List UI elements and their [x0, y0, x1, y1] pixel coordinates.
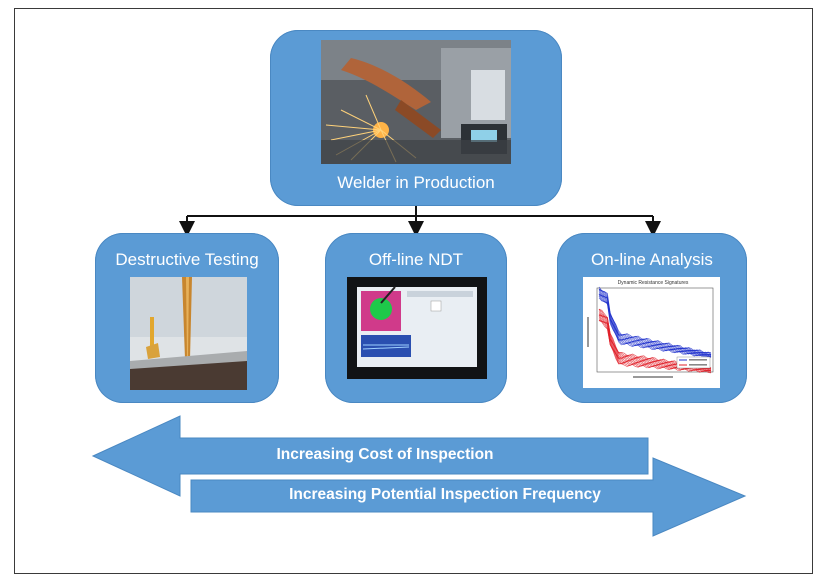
- bad-signature-curve: [598, 320, 712, 374]
- chart-inset-title: Dynamic Resistance Signatures: [618, 280, 689, 286]
- cost-arrow-left: [91, 415, 649, 497]
- resistance-curve-group: [598, 286, 712, 374]
- good-signature-curve: [598, 297, 712, 358]
- chisel-test-photo-icon: [130, 277, 247, 390]
- frequency-arrow-label: Increasing Potential Inspection Frequenc…: [289, 486, 601, 503]
- frequency-arrow-right: [190, 457, 747, 537]
- offline-ndt-label: Off-line NDT: [368, 250, 464, 269]
- ultrasonic-scan-tablet-photo-icon: [347, 277, 487, 379]
- online-analysis-label: On-line Analysis: [591, 250, 713, 269]
- dynamic-resistance-chart-icon: Dynamic Resistance Signatures: [583, 277, 720, 388]
- welder-in-production-box: Welder in Production: [270, 30, 562, 206]
- destructive-testing-box: Destructive Testing: [95, 233, 279, 403]
- welder-in-production-label: Welder in Production: [337, 173, 495, 192]
- good-signature-curve: [598, 286, 712, 354]
- offline-ndt-box: Off-line NDT: [325, 233, 507, 403]
- robotic-welder-photo-icon: [321, 40, 511, 164]
- destructive-testing-label: Destructive Testing: [115, 250, 259, 269]
- cost-arrow-label: Increasing Cost of Inspection: [276, 446, 494, 463]
- online-analysis-box: On-line Analysis Dynamic Resistance Sign…: [557, 233, 747, 403]
